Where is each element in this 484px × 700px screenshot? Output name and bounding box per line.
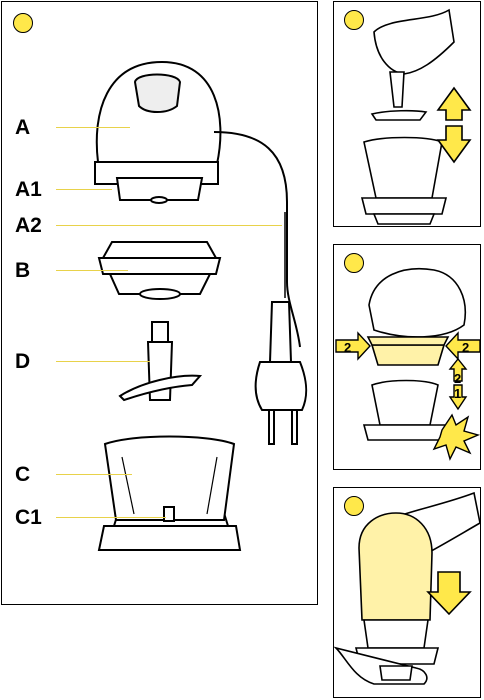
side-mark-right: 2	[462, 340, 469, 355]
up-down-arrows	[438, 88, 470, 162]
leader-line-D	[56, 361, 150, 362]
step-4-panel	[333, 487, 481, 698]
parts-diagram-panel: A A1 A2 B D C C1	[1, 1, 318, 605]
plug-drawing	[256, 302, 307, 444]
leader-line-A	[56, 127, 130, 128]
leader-line-A2	[56, 225, 282, 226]
sequence-mark-1: 1	[454, 386, 461, 401]
parts-illustration	[2, 2, 319, 606]
mount-lid-illustration	[334, 245, 482, 471]
part-label-A2: A2	[15, 215, 42, 236]
leader-line-A1	[56, 189, 112, 190]
leader-line-C1	[56, 517, 166, 518]
part-label-C1: C1	[15, 507, 42, 528]
part-label-C: C	[15, 464, 30, 485]
part-label-A1: A1	[15, 179, 42, 200]
part-label-A: A	[15, 117, 30, 138]
press-down-arrow	[428, 572, 470, 614]
side-mark-left: 2	[344, 340, 351, 355]
motor-unit-drawing	[95, 62, 300, 347]
sequence-mark-2: 2	[454, 371, 461, 386]
insert-blade-illustration	[334, 2, 482, 228]
press-motor-illustration	[334, 488, 482, 699]
part-label-B: B	[15, 260, 30, 281]
part-label-D: D	[15, 351, 30, 372]
step-2-panel	[333, 1, 481, 227]
bowl-drawing	[99, 437, 240, 551]
step-3-panel: 2 2 2 1	[333, 244, 481, 470]
leader-line-B	[56, 270, 128, 271]
leader-line-C	[56, 474, 132, 475]
